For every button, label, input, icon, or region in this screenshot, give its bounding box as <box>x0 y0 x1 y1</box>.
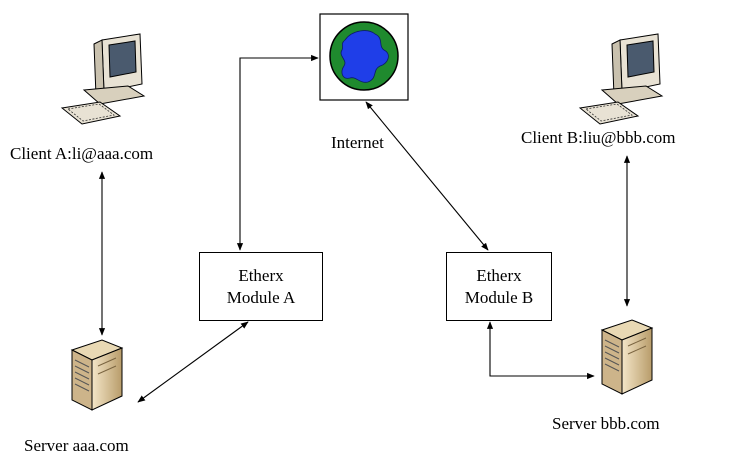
client-a-label: Client A:li@aaa.com <box>10 144 154 163</box>
module-b-line1: Etherx <box>476 265 522 285</box>
client-b-computer-icon <box>578 33 664 125</box>
module-a-line2: Module A <box>226 287 296 307</box>
connector-server-a-module-a <box>137 321 249 403</box>
module-b-line2: Module B <box>464 287 534 307</box>
server-b-label: Server bbb.com <box>552 414 660 433</box>
server-a-label: Server aaa.com <box>24 436 129 455</box>
client-b-label: Client B:liu@bbb.com <box>521 128 676 147</box>
connector-internet-module-b <box>365 101 489 251</box>
internet-globe-icon <box>319 13 409 101</box>
connector-module-a-internet <box>236 54 319 251</box>
connector-module-b-server-b <box>486 321 595 380</box>
internet-label: Internet <box>331 133 384 152</box>
server-a-tower-icon <box>70 339 124 411</box>
etherx-module-a-box: Etherx Module A <box>199 252 323 321</box>
client-a-computer-icon <box>60 33 146 125</box>
server-b-tower-icon <box>600 319 654 395</box>
etherx-module-b-box: Etherx Module B <box>446 252 552 321</box>
module-a-line1: Etherx <box>238 265 284 285</box>
